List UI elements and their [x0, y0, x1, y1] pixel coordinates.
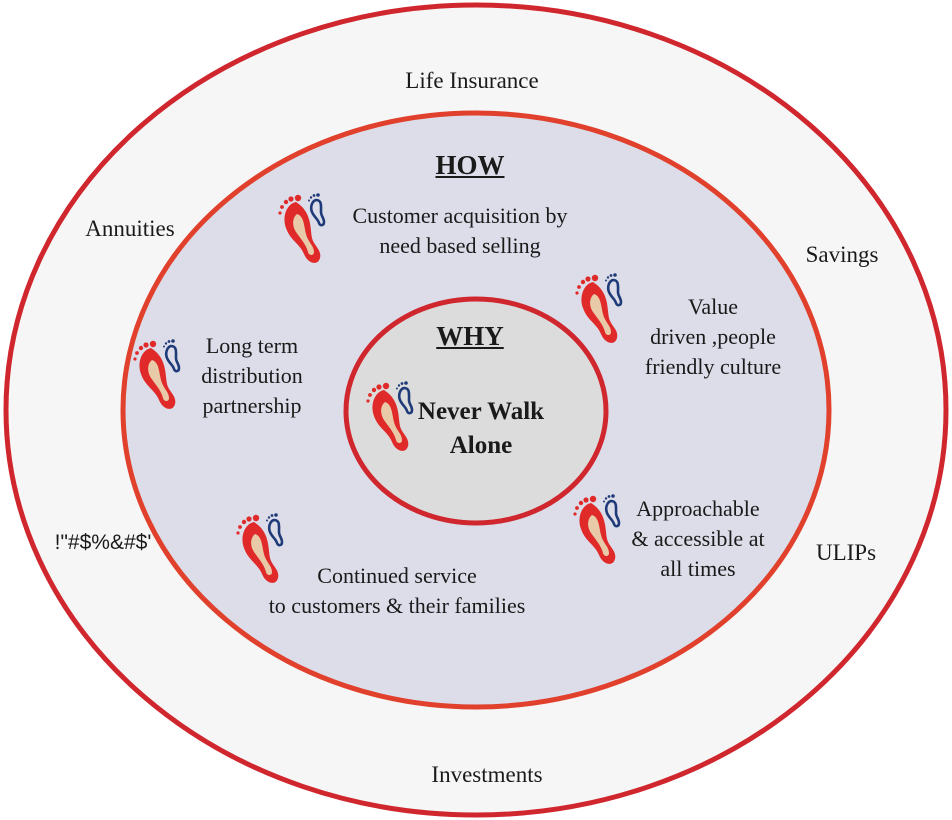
how-item-culture: Value driven ,people friendly culture — [644, 294, 782, 379]
how-item-service: Continued service to customers & their f… — [268, 563, 526, 618]
how-item-partnership: Long term distribution partnership — [201, 333, 303, 418]
outer-label-left: Annuities — [85, 216, 175, 241]
how-item-accessibility: Approachable & accessible at all times — [631, 496, 765, 581]
outer-label-bottom: Investments — [431, 762, 543, 787]
outer-label-lower-right: ULIPs — [815, 540, 877, 565]
why-heading: WHY — [436, 321, 504, 351]
outer-label-lower-left: !"#$%&#$' — [54, 531, 152, 554]
how-heading: HOW — [435, 150, 505, 180]
outer-label-right: Savings — [805, 242, 879, 267]
why-core-text: Never Walk Alone — [417, 398, 545, 459]
how-item-acquisition: Customer acquisition by need based selli… — [352, 203, 568, 258]
why-core — [343, 296, 609, 526]
outer-label-top: Life Insurance — [405, 68, 539, 93]
